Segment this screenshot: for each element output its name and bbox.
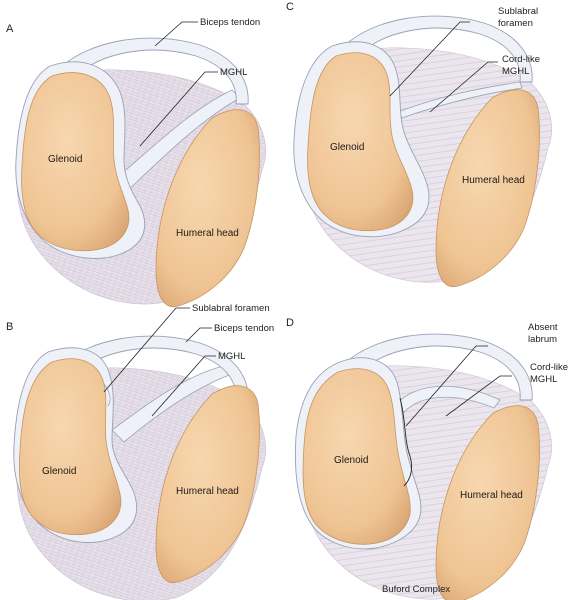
sublabral-label-line2: foramen — [498, 18, 533, 29]
leader-biceps — [154, 21, 198, 47]
leader-sublabral-foramen — [389, 21, 470, 97]
absent-label-line1: Absent — [528, 322, 558, 333]
leader-mghl — [151, 355, 216, 417]
figure-caption: Buford Complex — [382, 584, 450, 595]
sublabral-foramen-label: Sublabral foramen — [192, 303, 270, 314]
humeral-head-label: Humeral head — [462, 175, 525, 186]
sublabral-foramen-notch — [103, 383, 111, 407]
glenoid — [18, 358, 122, 536]
absent-labrum-edge — [399, 397, 413, 487]
cord-like-label-line2: MGHL — [530, 374, 557, 385]
biceps-tendon-label: Biceps tendon — [200, 17, 260, 28]
glenoid — [307, 52, 414, 232]
humeral-head-label: Humeral head — [176, 486, 239, 497]
humeral-head-label: Humeral head — [176, 228, 239, 239]
glenoid — [21, 72, 130, 252]
biceps-tendon — [343, 15, 533, 83]
biceps-tendon — [343, 333, 533, 401]
humeral-head — [155, 385, 260, 584]
glenoid — [302, 368, 411, 545]
panel-letter: B — [6, 321, 13, 333]
biceps-tendon-label: Biceps tendon — [214, 323, 274, 334]
glenoid-label: Glenoid — [48, 154, 82, 165]
leader-cord-like-mghl — [445, 375, 512, 417]
panel-c: C Glenoid Humeral head Sublabral foramen… — [286, 1, 552, 288]
sublabral-label-line1: Sublabral — [498, 6, 538, 17]
humeral-head — [155, 109, 260, 308]
mghl-label: MGHL — [218, 351, 245, 362]
leader-sublabral-foramen — [103, 307, 190, 393]
glenoid-label: Glenoid — [42, 466, 76, 477]
absent-label-line2: labrum — [528, 334, 557, 345]
glenoid-label: Glenoid — [334, 455, 368, 466]
panel-letter: D — [286, 317, 294, 329]
leader-absent-labrum — [405, 345, 488, 427]
leader-cord-like-mghl — [429, 61, 498, 113]
biceps-tendon — [59, 37, 249, 105]
leader-biceps — [185, 327, 212, 343]
panel-a: A Glenoid Humeral head Biceps tendon MGH… — [6, 17, 266, 308]
humeral-head — [435, 405, 540, 600]
mghl-label: MGHL — [220, 67, 247, 78]
panel-letter: C — [286, 1, 294, 13]
glenoid-label: Glenoid — [330, 142, 364, 153]
cord-like-mghl — [395, 385, 501, 413]
humeral-head — [435, 89, 540, 288]
panel-letter: A — [6, 23, 14, 35]
panel-b: B Glenoid Humeral head Sublabral foramen… — [6, 303, 274, 600]
cord-like-label-line1: Cord-like — [530, 362, 568, 373]
panel-d: D Glenoid Humeral head Absent labrum Cor… — [286, 317, 568, 600]
leader-mghl — [139, 71, 218, 147]
cord-like-label-line2: MGHL — [502, 66, 529, 77]
humeral-head-label: Humeral head — [460, 490, 523, 501]
cord-like-mghl — [397, 81, 523, 119]
cord-like-label-line1: Cord-like — [502, 54, 540, 65]
